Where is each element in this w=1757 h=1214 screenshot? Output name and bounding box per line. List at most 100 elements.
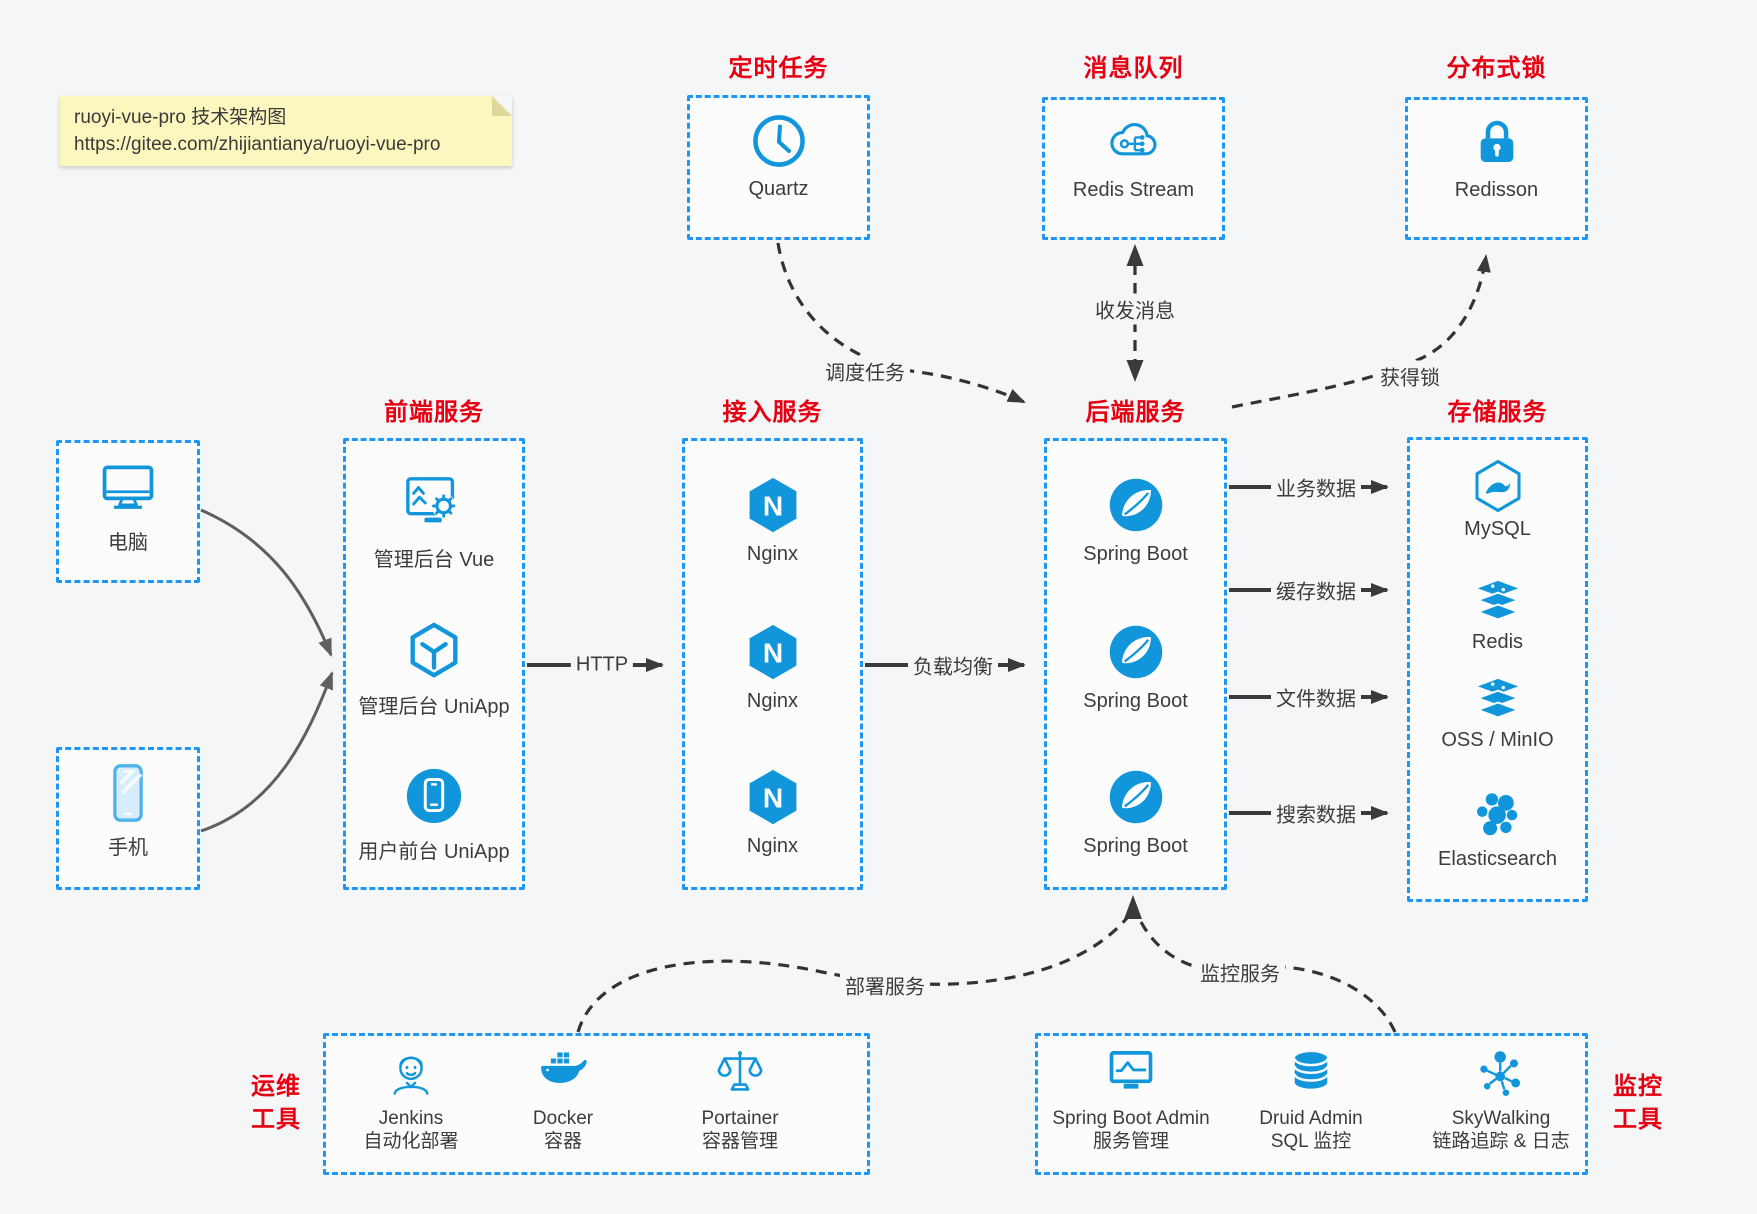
item-label: Redisson	[1454, 179, 1539, 201]
phone-box: 手机	[56, 747, 200, 890]
edge-label-monitor-service: 监控服务	[1195, 956, 1285, 988]
monitor-title: 监控 工具	[1613, 1073, 1663, 1133]
jenkins-icon	[385, 1048, 437, 1100]
redis-stack-icon	[1470, 573, 1526, 629]
monitor-item-skywalking: SkyWalking 链路追踪 & 日志	[1411, 1048, 1591, 1153]
backend-title: 后端服务	[1085, 399, 1186, 426]
desktop-icon	[98, 458, 158, 518]
arrow-phone-to-frontend	[200, 671, 334, 833]
mysql-icon	[1470, 458, 1526, 514]
item-name: Docker	[532, 1108, 594, 1129]
database-icon	[1285, 1048, 1337, 1100]
clock-icon	[750, 112, 808, 170]
elasticsearch-icon	[1470, 788, 1526, 844]
spring-icon	[1106, 622, 1166, 682]
sticky-note: ruoyi-vue-pro 技术架构图 https://gitee.com/zh…	[60, 96, 512, 166]
arrow-deploy-service	[576, 916, 1129, 1033]
edge-label-http: HTTP	[570, 652, 634, 678]
edge-label-business-data: 业务数据	[1271, 471, 1361, 503]
chart-monitor-icon	[1105, 1048, 1157, 1100]
item-label: OSS / MinIO	[1441, 729, 1554, 751]
ops-title: 运维 工具	[251, 1073, 301, 1133]
item-label: Redis Stream	[1072, 179, 1195, 201]
computer-box: 电脑	[56, 440, 200, 583]
item-label: Spring Boot	[1083, 690, 1188, 712]
item-label: 管理后台 UniApp	[358, 696, 510, 718]
item-label: Nginx	[746, 543, 799, 565]
smartphone-icon	[98, 763, 158, 823]
item-label: Redis	[1471, 631, 1524, 653]
ops-box: Jenkins 自动化部署 Docker 容器 Portainer 容器管理	[323, 1033, 870, 1175]
arrow-acquire-lock	[1231, 254, 1491, 409]
edge-label-load-balance: 负载均衡	[908, 649, 998, 681]
edge-label-cache-data: 缓存数据	[1271, 574, 1361, 606]
nginx-icon	[743, 475, 803, 535]
storage-title: 存储服务	[1447, 399, 1548, 426]
ops-item-portainer: Portainer 容器管理	[655, 1048, 825, 1153]
item-desc: 容器管理	[701, 1131, 778, 1152]
item-label: Spring Boot	[1083, 835, 1188, 857]
monitor-item-druid: Druid Admin SQL 监控	[1226, 1048, 1396, 1153]
lock-box: Redisson	[1405, 97, 1588, 240]
user-app-icon	[403, 765, 465, 827]
monitor-item-sba: Spring Boot Admin 服务管理	[1041, 1048, 1221, 1153]
item-label: Nginx	[746, 835, 799, 857]
item-desc: SQL 监控	[1270, 1131, 1352, 1152]
item-label: Nginx	[746, 690, 799, 712]
item-label: 手机	[108, 837, 148, 859]
msg-arrowhead-down	[1126, 360, 1144, 382]
nginx-icon	[743, 622, 803, 682]
uniapp-cube-icon	[403, 620, 465, 682]
edge-label-file-data: 文件数据	[1271, 681, 1361, 713]
item-desc: 自动化部署	[363, 1131, 459, 1152]
edge-label-schedule-task: 调度任务	[820, 355, 910, 387]
scales-icon	[714, 1048, 766, 1100]
item-desc: 链路追踪 & 日志	[1432, 1131, 1570, 1152]
oss-stack-icon	[1470, 671, 1526, 727]
item-name: Druid Admin	[1259, 1108, 1363, 1129]
frontend-title: 前端服务	[384, 399, 484, 426]
access-box: Nginx Nginx Nginx	[682, 438, 863, 890]
item-label: MySQL	[1464, 518, 1531, 540]
cloud-mq-icon	[1105, 113, 1163, 171]
edge-label-search-data: 搜索数据	[1271, 797, 1361, 829]
lock-title: 分布式锁	[1446, 55, 1547, 82]
item-label: Elasticsearch	[1438, 848, 1557, 870]
lock-icon	[1468, 113, 1526, 171]
item-name: Spring Boot Admin	[1052, 1108, 1210, 1129]
mq-box: Redis Stream	[1042, 97, 1225, 240]
item-name: Portainer	[701, 1108, 779, 1129]
item-label: 电脑	[108, 532, 148, 554]
admin-vue-icon	[403, 473, 465, 535]
monitor-box: Spring Boot Admin 服务管理 Druid Admin SQL 监…	[1035, 1033, 1588, 1175]
access-title: 接入服务	[722, 399, 823, 426]
nginx-icon	[743, 767, 803, 827]
ops-item-docker: Docker 容器	[478, 1048, 648, 1153]
topology-icon	[1475, 1048, 1527, 1100]
arrow-computer-to-frontend	[200, 508, 333, 657]
spring-icon	[1106, 767, 1166, 827]
item-name: SkyWalking	[1451, 1108, 1551, 1129]
item-desc: 服务管理	[1092, 1131, 1169, 1152]
msg-arrowhead-up	[1126, 244, 1144, 266]
backend-box: Spring Boot Spring Boot Spring Boot	[1044, 438, 1227, 890]
frontend-box: 管理后台 Vue 管理后台 UniApp 用户前台 UniApp	[343, 438, 525, 890]
mq-title: 消息队列	[1083, 55, 1184, 82]
note-title: ruoyi-vue-pro 技术架构图	[74, 107, 287, 128]
ops-item-jenkins: Jenkins 自动化部署	[326, 1048, 496, 1153]
item-name: Jenkins	[378, 1108, 444, 1129]
backend-bottom-arrowhead	[1124, 895, 1142, 919]
edge-label-acquire-lock: 获得锁	[1375, 360, 1445, 392]
item-label: 管理后台 Vue	[373, 549, 495, 571]
edge-label-deploy-service: 部署服务	[840, 969, 930, 1001]
item-label: Quartz	[748, 178, 809, 200]
scheduler-box: Quartz	[687, 95, 870, 240]
edge-label-send-receive-msg: 收发消息	[1090, 293, 1180, 325]
storage-box: MySQL Redis OSS / MinIO Elasticsearch	[1407, 437, 1588, 902]
note-url: https://gitee.com/zhijiantianya/ruoyi-vu…	[74, 134, 441, 155]
item-label: 用户前台 UniApp	[358, 841, 510, 863]
spring-icon	[1106, 475, 1166, 535]
item-label: Spring Boot	[1083, 543, 1188, 565]
scheduler-title: 定时任务	[728, 55, 829, 82]
